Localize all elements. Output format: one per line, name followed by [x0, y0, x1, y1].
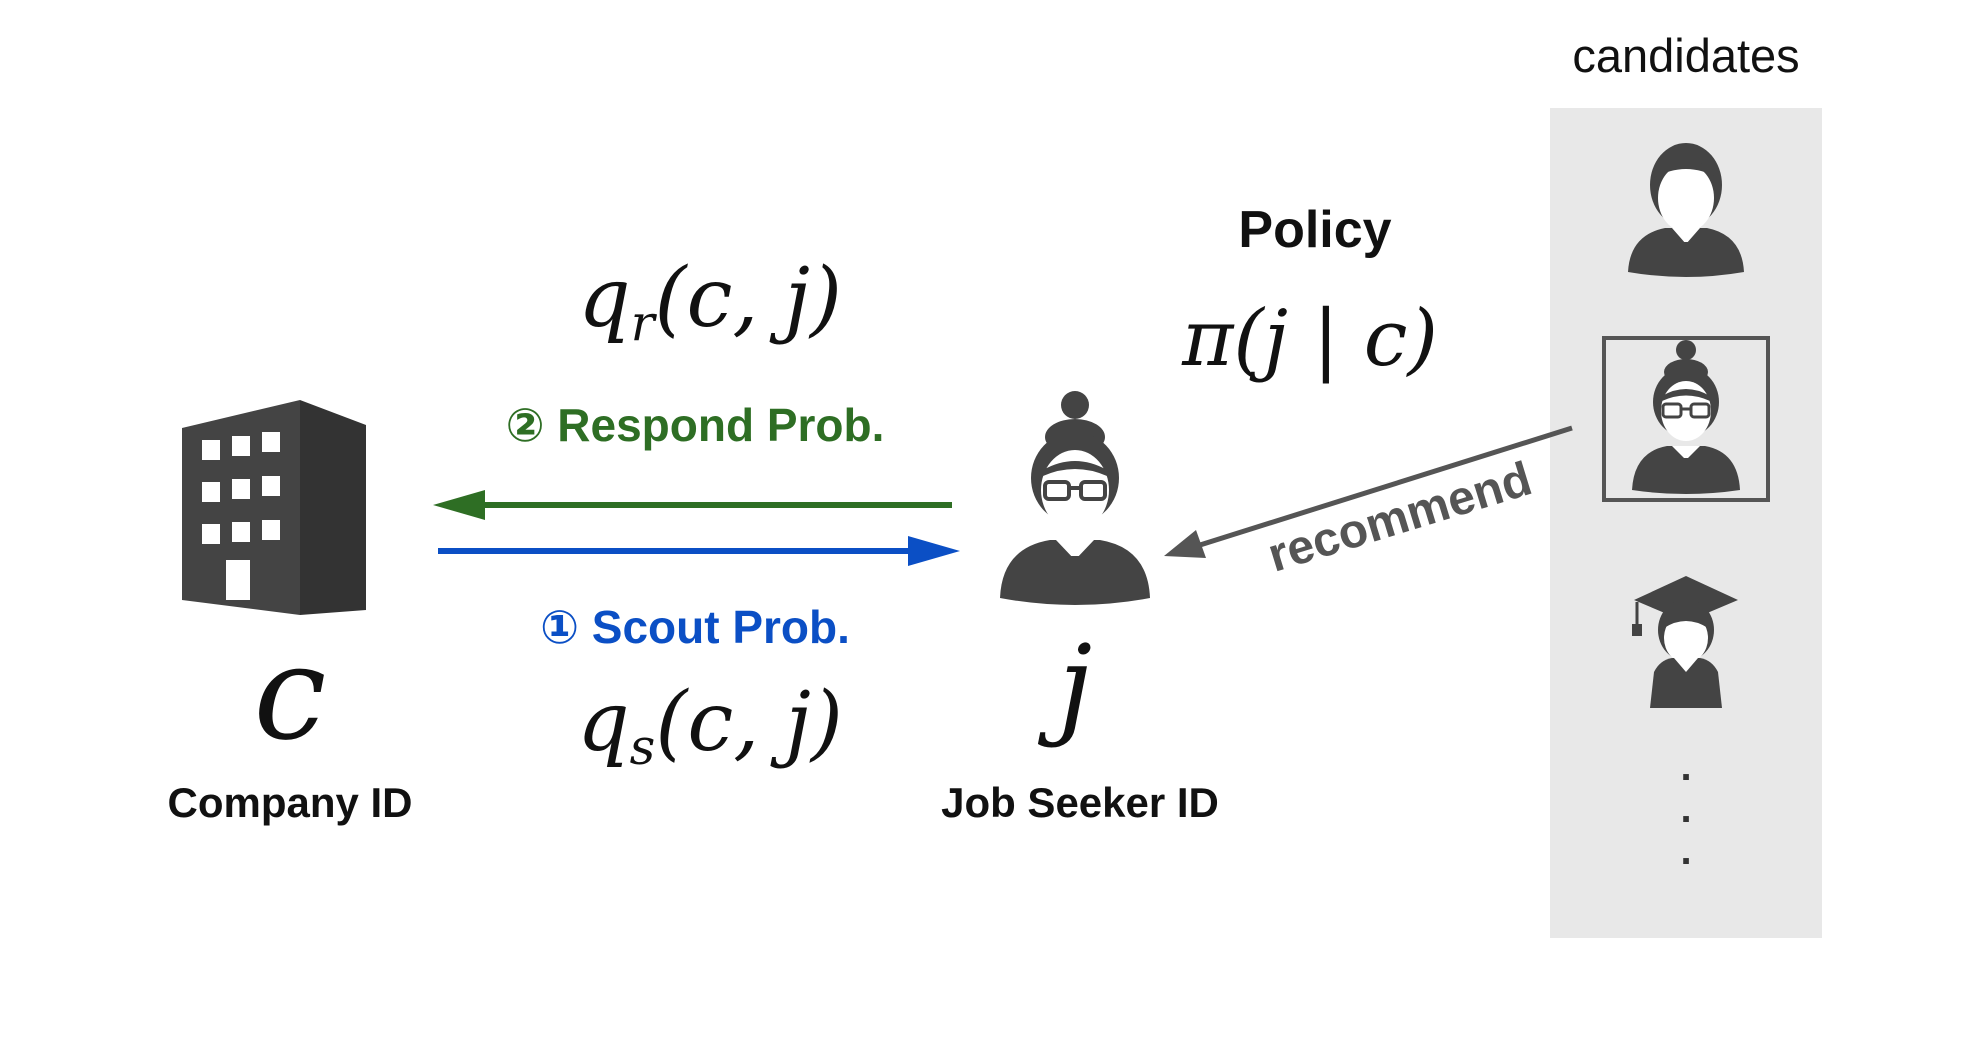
company-symbol: c [253, 617, 327, 769]
candidate-woman-icon [1602, 336, 1770, 502]
company-label: Company ID [167, 779, 413, 826]
respond-formula-args: (c, j) [654, 251, 842, 346]
policy-title: Policy [1238, 201, 1392, 259]
respond-label: ② Respond Prob. [505, 399, 885, 451]
respond-formula: qr(c, j) [540, 258, 880, 349]
scout-arrow [438, 536, 960, 566]
building-icon [182, 400, 366, 615]
candidate-man-icon [1628, 143, 1744, 277]
respond-arrow [433, 490, 952, 520]
scout-formula-sub: s [629, 718, 656, 776]
policy-formula: π(j | c) [1182, 294, 1438, 384]
scout-label: ① Scout Prob. [540, 601, 850, 653]
recommend-arrow [1164, 425, 1573, 558]
respond-formula-main: q [578, 251, 631, 346]
candidate-graduate-icon [1632, 576, 1738, 708]
job-seeker-symbol: j [1057, 621, 1093, 749]
scout-formula: qs(c, j) [530, 682, 890, 773]
candidates-more-dots: . . . [1680, 745, 1692, 873]
scout-formula-main: q [577, 675, 630, 770]
respond-formula-sub: r [630, 294, 655, 352]
job-seeker-icon [1000, 391, 1150, 605]
candidates-title: candidates [1572, 29, 1800, 82]
job-seeker-label: Job Seeker ID [941, 779, 1219, 826]
scout-formula-args: (c, j) [655, 675, 843, 770]
